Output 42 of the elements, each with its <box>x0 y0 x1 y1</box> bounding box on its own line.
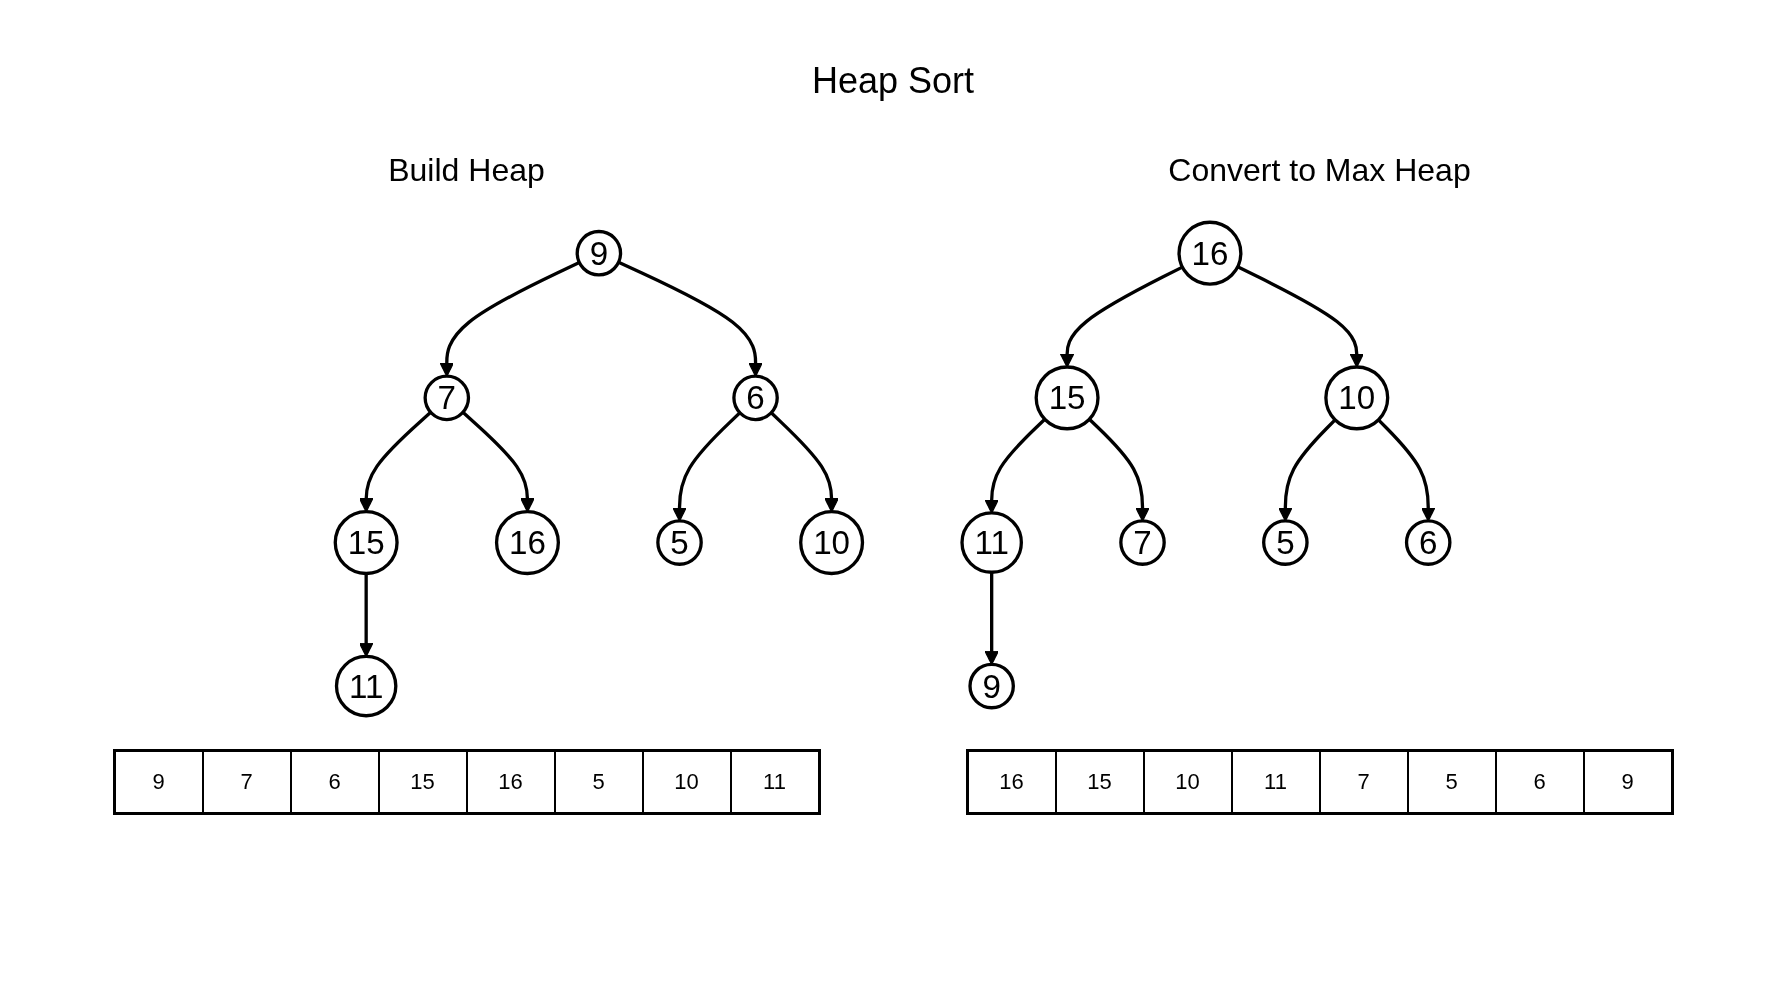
node-circle: 15 <box>334 510 400 576</box>
arrow <box>672 411 742 522</box>
arrow <box>1237 265 1365 368</box>
array-cell: 7 <box>1320 752 1409 812</box>
array-cell: 16 <box>968 752 1057 812</box>
array-cell: 7 <box>203 752 292 812</box>
array-cell: 5 <box>1408 752 1497 812</box>
section-heading: Build Heap <box>388 152 545 189</box>
node-circle: 16 <box>495 510 561 576</box>
array-cell: 11 <box>1232 752 1321 812</box>
arrow <box>984 418 1047 514</box>
node-circle: 15 <box>1034 365 1101 431</box>
array-cell: 10 <box>1144 752 1233 812</box>
node-circle: 11 <box>960 511 1024 574</box>
node-circle: 6 <box>1405 519 1452 566</box>
arrow <box>1377 418 1436 522</box>
array-cell: 5 <box>555 752 644 812</box>
array-cell: 15 <box>1056 752 1145 812</box>
array-cell: 10 <box>643 752 732 812</box>
node-circle: 7 <box>423 374 471 422</box>
node-circle: 10 <box>799 510 865 576</box>
node-circle: 5 <box>1262 519 1310 566</box>
section-heading: Convert to Max Heap <box>1168 152 1471 189</box>
array-cell-text: 11 <box>762 768 787 796</box>
array-cell: 15 <box>379 752 468 812</box>
node-circle: 9 <box>968 662 1016 710</box>
node-circle: 7 <box>1119 519 1167 566</box>
node-circle: 9 <box>576 229 623 277</box>
array-cell: 16 <box>467 752 556 812</box>
node-circle: 10 <box>1324 365 1390 431</box>
node-circle: 11 <box>335 654 398 718</box>
array-cell: 9 <box>115 752 204 812</box>
array-cell-text: 9 <box>1620 768 1635 796</box>
arrow <box>1088 418 1151 522</box>
array-cell: 6 <box>1496 752 1585 812</box>
diagram-title: Heap Sort <box>810 60 976 102</box>
arrow <box>618 260 764 377</box>
array-cell: 6 <box>291 752 380 812</box>
arrow <box>1278 418 1337 522</box>
node-circle: 16 <box>1177 220 1243 286</box>
node-circle: 5 <box>656 519 704 566</box>
node-circle: 6 <box>732 374 780 422</box>
